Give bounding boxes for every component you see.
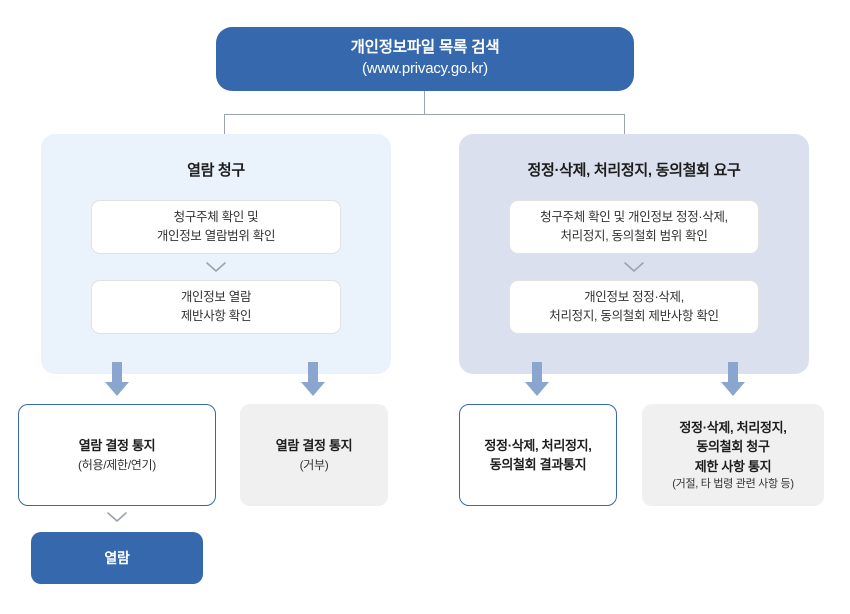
result-line-2: (거부): [299, 457, 329, 472]
step-line-2: 처리정지, 동의철회 범위 확인: [560, 229, 708, 243]
panel-title-view-request: 열람 청구: [187, 162, 245, 179]
chevron-down-icon: [459, 254, 809, 280]
step-line-1: 개인정보 열람: [180, 289, 252, 304]
step-box-view-1: 청구주체 확인 및 개인정보 열람범위 확인: [91, 200, 341, 254]
step-box-correction-1: 청구주체 확인 및 개인정보 정정·삭제, 처리정지, 동의철회 범위 확인: [509, 200, 759, 254]
arrow-down-icon-3: [524, 362, 550, 398]
result-line-4: (거절, 타 법령 관련 사항 등): [672, 478, 794, 490]
result-line-1: 열람 결정 통지: [78, 438, 156, 454]
arrow-down-icon-4: [720, 362, 746, 398]
result-line-1: 정정·삭제, 처리정지,: [484, 437, 592, 453]
step-line-2: 처리정지, 동의철회 제반사항 확인: [549, 309, 719, 323]
connector-drop-left: [224, 114, 225, 135]
connector-drop-right: [624, 114, 625, 135]
chevron-down-icon-final: [104, 509, 130, 525]
header-subtitle: (www.privacy.go.kr): [362, 60, 488, 78]
step-line-2: 개인정보 열람범위 확인: [156, 229, 276, 243]
result-box-correction-restriction-notice: 정정·삭제, 처리정지, 동의철회 청구 제한 사항 통지 (거절, 타 법령 …: [642, 404, 824, 506]
result-box-view-decision-notice-rejected: 열람 결정 통지 (거부): [240, 404, 388, 506]
result-box-view-decision-notice-approved: 열람 결정 통지 (허용/제한/연기): [18, 404, 216, 506]
step-line-1: 청구주체 확인 및 개인정보 정정·삭제,: [540, 209, 728, 224]
result-line-2: (허용/제한/연기): [78, 457, 156, 472]
arrow-down-icon-2: [300, 362, 326, 398]
result-line-2: 동의철회 결과통지: [489, 457, 587, 472]
step-box-view-2: 개인정보 열람 제반사항 확인: [91, 280, 341, 334]
result-box-correction-result-notice: 정정·삭제, 처리정지, 동의철회 결과통지: [459, 404, 617, 506]
step-line-2: 제반사항 확인: [180, 309, 252, 323]
chevron-down-icon: [41, 254, 391, 280]
step-line-1: 청구주체 확인 및: [173, 209, 259, 224]
header-title: 개인정보파일 목록 검색: [350, 39, 500, 57]
result-line-2: 동의철회 청구: [696, 439, 770, 454]
final-label: 열람: [104, 550, 130, 566]
connector-horizontal-bar: [224, 114, 625, 115]
arrow-down-icon-1: [104, 362, 130, 398]
header-box: 개인정보파일 목록 검색 (www.privacy.go.kr): [216, 27, 634, 91]
final-box-view: 열람: [31, 532, 203, 584]
panel-title-correction-request: 정정·삭제, 처리정지, 동의철회 요구: [527, 162, 741, 179]
panel-correction-request: 정정·삭제, 처리정지, 동의철회 요구 청구주체 확인 및 개인정보 정정·삭…: [459, 134, 809, 374]
step-box-correction-2: 개인정보 정정·삭제, 처리정지, 동의철회 제반사항 확인: [509, 280, 759, 334]
result-line-3: 제한 사항 통지: [694, 458, 772, 474]
panel-view-request: 열람 청구 청구주체 확인 및 개인정보 열람범위 확인 개인정보 열람 제반사…: [41, 134, 391, 374]
step-line-1: 개인정보 정정·삭제,: [584, 289, 684, 304]
result-line-1: 정정·삭제, 처리정지,: [679, 419, 787, 435]
result-line-1: 열람 결정 통지: [275, 438, 353, 454]
connector-stem: [424, 91, 425, 115]
